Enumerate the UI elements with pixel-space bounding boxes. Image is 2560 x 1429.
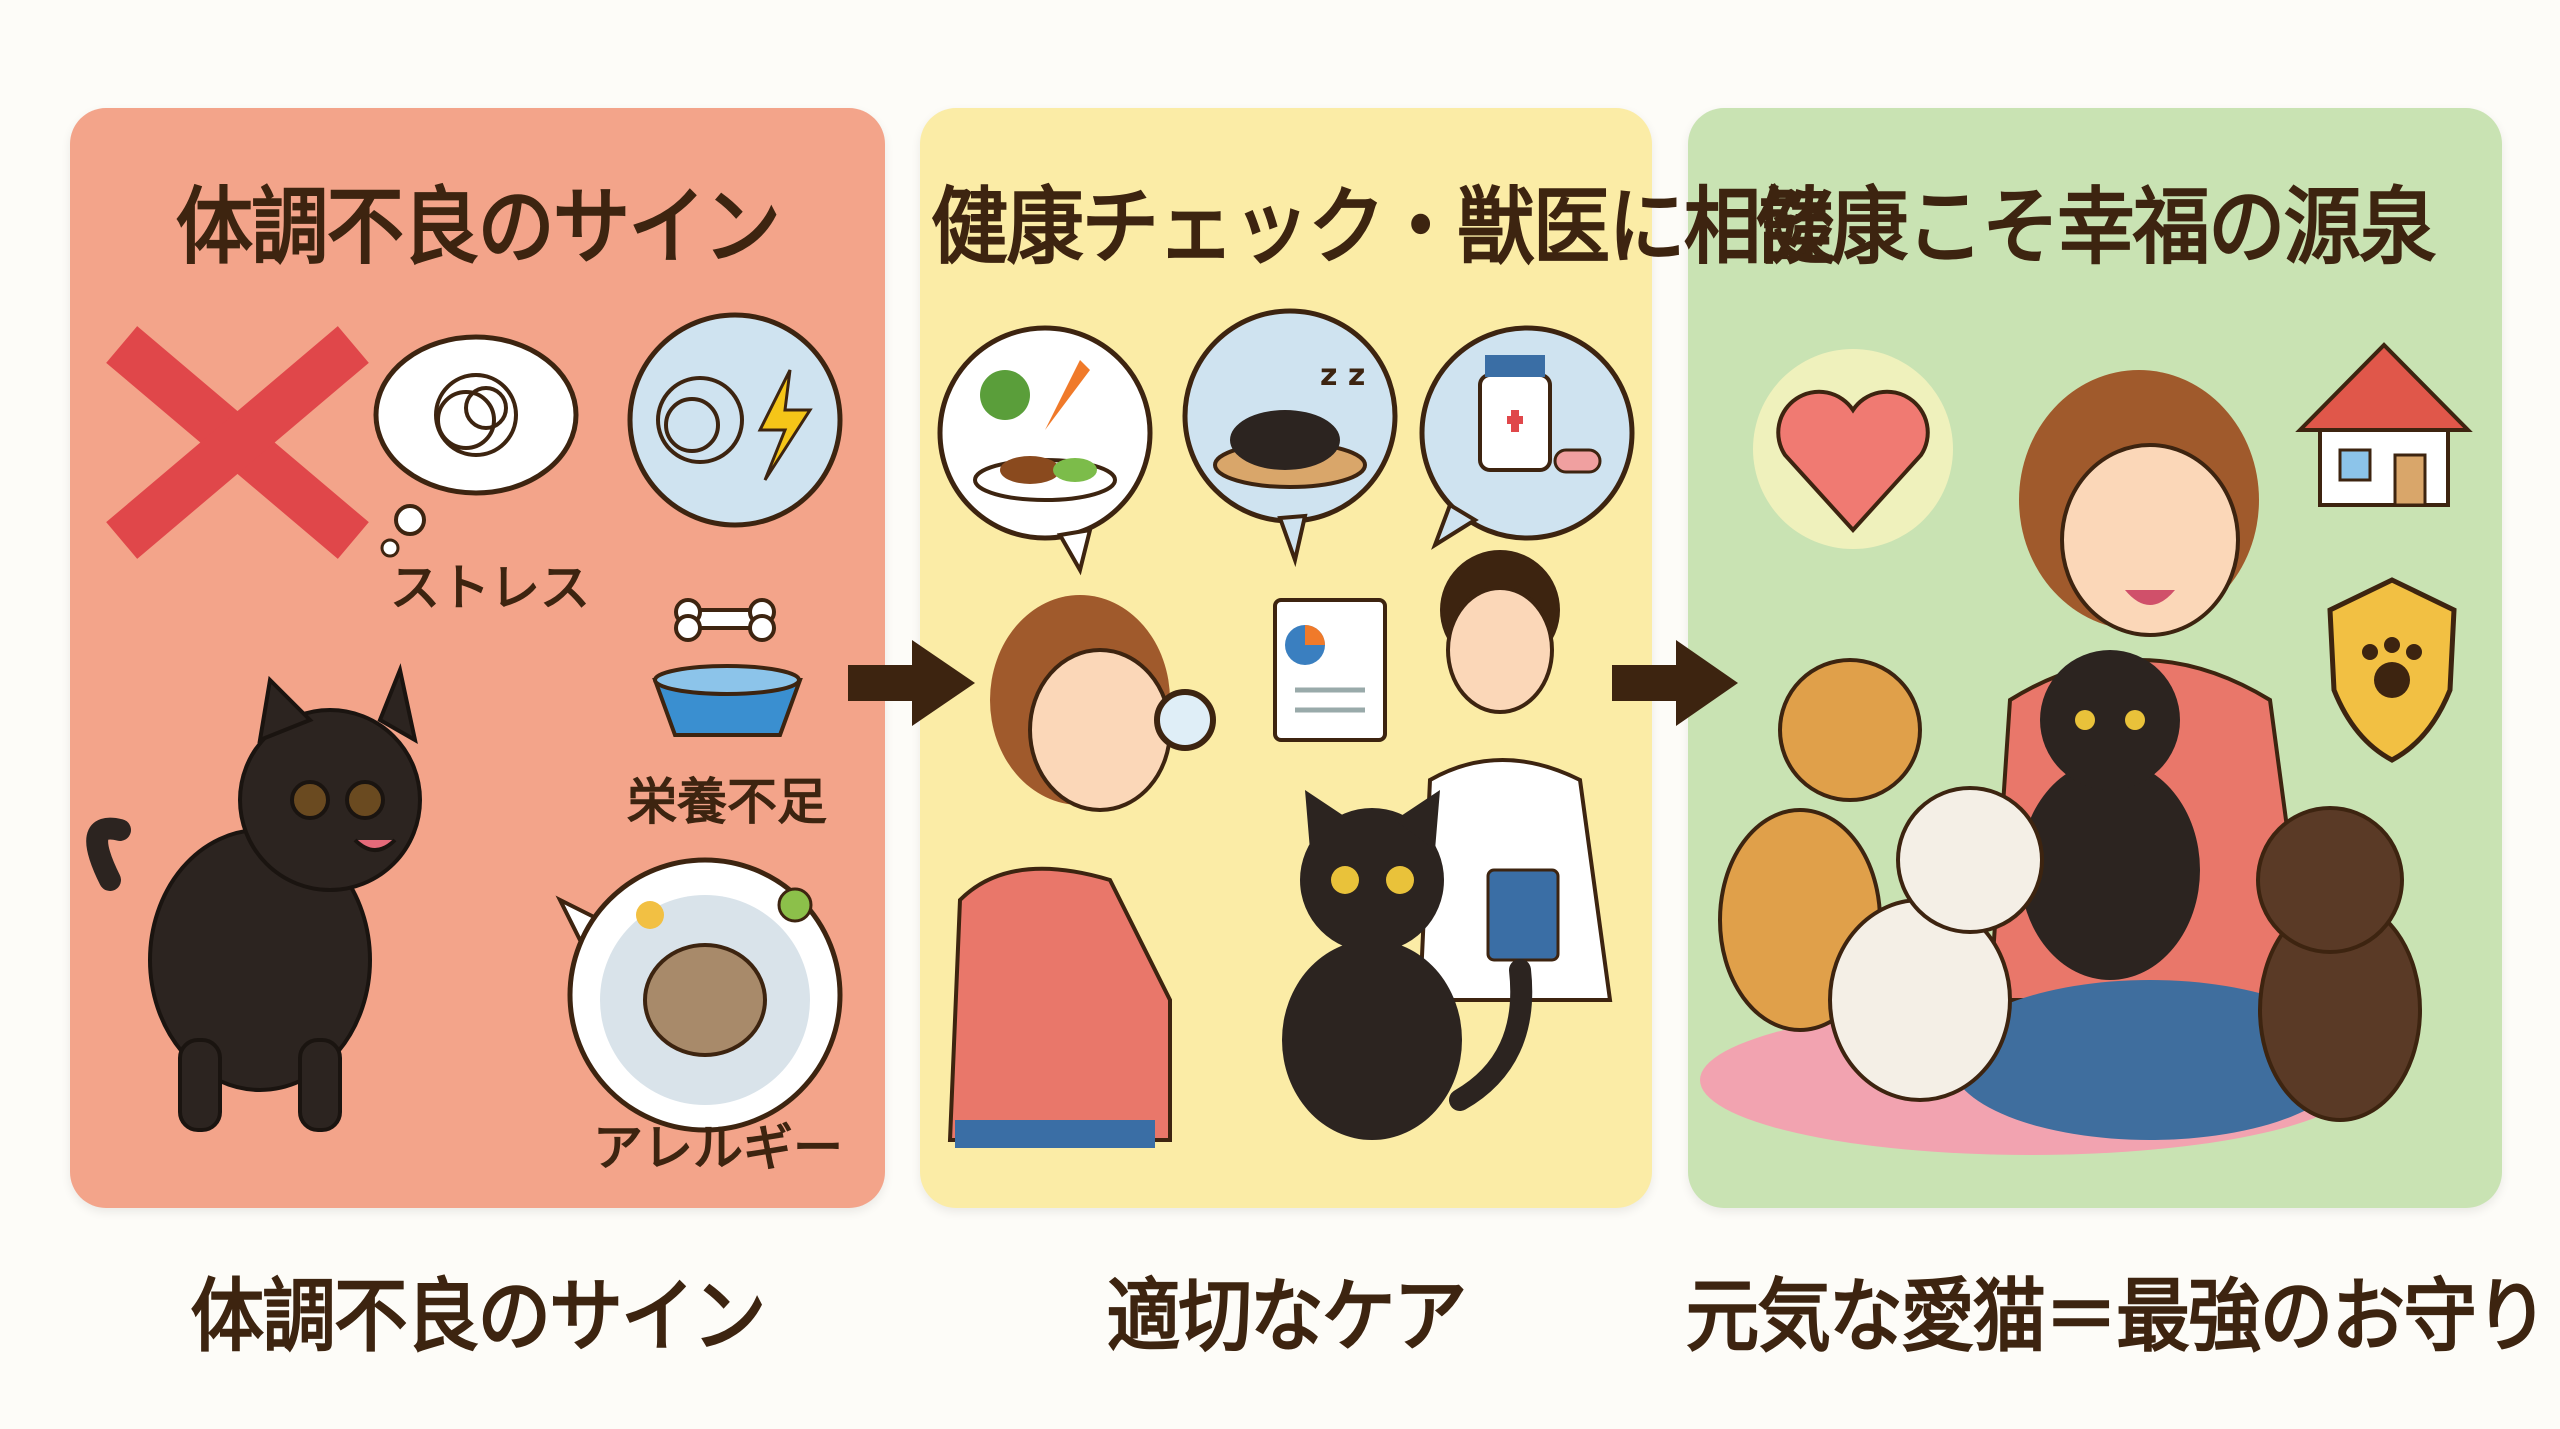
caption-1: 体調不良のサイン <box>190 1270 766 1363</box>
house-icon <box>2295 342 2473 507</box>
label-stress: ストレス <box>390 559 590 617</box>
bone-icon <box>674 598 776 642</box>
caption-3: 元気な愛猫＝最強のお守り <box>1685 1270 2549 1363</box>
svg-text:z z: z z <box>1320 358 1365 393</box>
allergy-icon <box>555 857 843 1133</box>
arrow-right-icon <box>848 640 975 726</box>
owner <box>947 595 1216 1148</box>
arrow-right-icon <box>1612 640 1738 726</box>
veterinarian <box>1417 550 1613 1002</box>
tangle-thought-icon <box>373 334 579 558</box>
caption-2: 適切なケア <box>1106 1270 1468 1363</box>
panel-2-title: 健康チェック・獣医に相談 <box>930 178 1837 276</box>
clipboard-icon <box>1273 598 1387 742</box>
sick-cat <box>86 663 422 1132</box>
black-cat <box>1282 790 1533 1140</box>
vegetables-icon <box>937 325 1153 576</box>
label-allergy: アレルギー <box>593 1119 843 1177</box>
panel-1-title: 体調不良のサイン <box>175 178 781 276</box>
cross-icon <box>106 326 369 559</box>
paw-shield-icon <box>2327 577 2457 763</box>
cats-group <box>1718 650 2422 1122</box>
medicine-icon <box>1419 325 1635 550</box>
stress-lightning-icon <box>627 312 843 528</box>
heart-icon <box>1753 349 1953 549</box>
label-malnutrition: 栄養不足 <box>627 773 827 831</box>
food-bowl-icon <box>652 664 803 737</box>
panel-3-title: 健康こそ幸福の源泉 <box>1755 178 2437 276</box>
sleeping-cat-icon: z z <box>1182 308 1398 568</box>
